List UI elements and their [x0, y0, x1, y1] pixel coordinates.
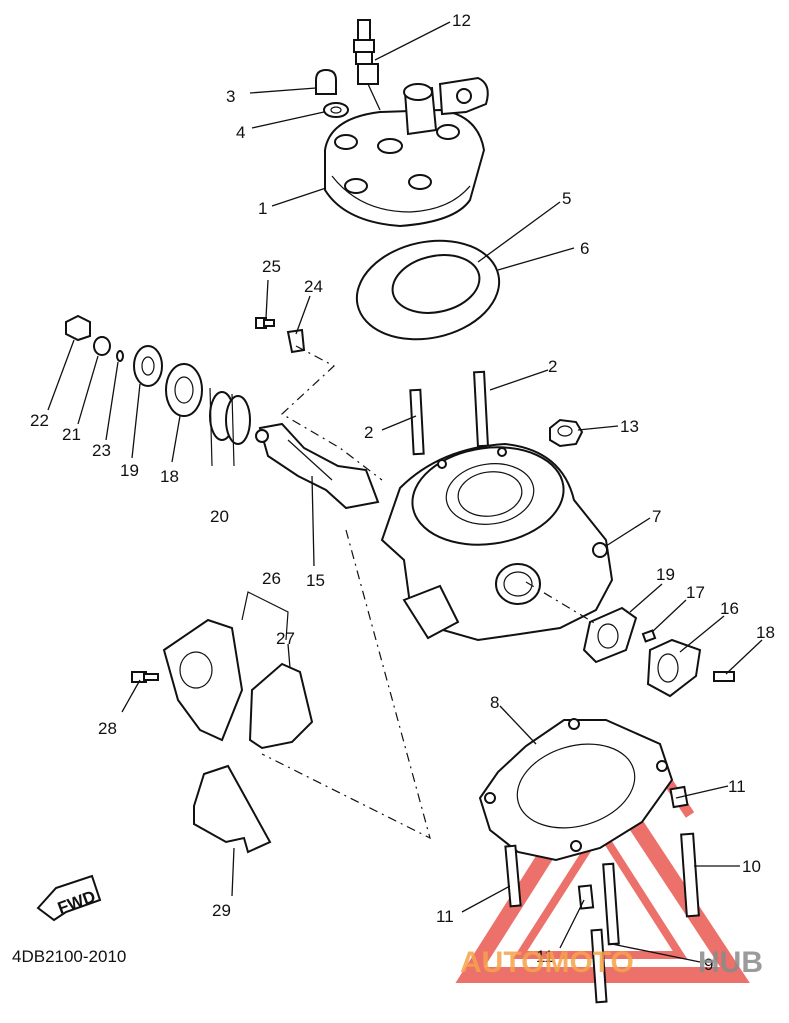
cylinder-nut: [549, 418, 584, 448]
watermark-text-b: HUB: [698, 946, 763, 979]
leader-lines: [47, 21, 763, 963]
callout-20: 18: [160, 467, 179, 486]
callout-28: 26: [262, 569, 281, 588]
callout-10: 10: [742, 857, 761, 876]
callout-labels: 12 3 4 1 5 6 25 24 22 21 23 19 18 20 2 2…: [30, 11, 775, 974]
callout-21: 19: [120, 461, 139, 480]
cap-nut-and-washer: [315, 68, 349, 118]
callout-5: 5: [562, 189, 571, 208]
bracket-28: [241, 591, 289, 641]
bracket-22b: [231, 393, 235, 467]
cylinder: [380, 442, 614, 642]
power-valve-parts: [65, 314, 251, 445]
callout-27: 25: [262, 257, 281, 276]
callout-1: 1: [258, 199, 267, 218]
callout-17: 17: [686, 583, 705, 602]
watermark-text: AUTOMOTO HUB: [460, 946, 763, 979]
base-studs: [504, 785, 700, 1004]
callout-6: 6: [580, 239, 589, 258]
valve-cover-parts: [582, 606, 735, 698]
bracket-22: [209, 387, 213, 467]
callout-22: 20: [210, 507, 229, 526]
callout-7: 7: [652, 507, 661, 526]
callout-23: 21: [62, 425, 81, 444]
callout-2b: 2: [548, 357, 557, 376]
callout-19: 19: [656, 565, 675, 584]
callout-4: 4: [236, 123, 245, 142]
callout-29: 27: [276, 629, 295, 648]
catalog-code: 4DB2100-2010: [12, 947, 126, 966]
callout-24: 22: [30, 411, 49, 430]
assembly-line-b: [261, 529, 431, 840]
head-o-rings: [355, 239, 501, 341]
assembly-line-c: [525, 581, 597, 625]
callout-11b: 11: [536, 947, 554, 966]
power-valve: [255, 422, 380, 510]
callout-31: 29: [212, 901, 231, 920]
callout-15: 15: [306, 571, 325, 590]
callout-14: 12: [452, 11, 471, 30]
fwd-arrow: FWD: [36, 874, 102, 922]
spark-plug: [353, 19, 381, 111]
callout-9: 9: [704, 955, 713, 974]
watermark-text-a: AUTOMOTO: [460, 946, 634, 979]
base-gasket: [478, 718, 674, 862]
callout-26: 24: [304, 277, 323, 296]
callout-13: 13: [620, 417, 639, 436]
cylinder-head: [324, 76, 489, 228]
callout-8: 8: [490, 693, 499, 712]
callout-3: 3: [226, 87, 235, 106]
bracket: [193, 764, 272, 854]
cylinder-studs: [409, 370, 489, 456]
callout-2a: 2: [364, 423, 373, 442]
callout-30: 28: [98, 719, 117, 738]
assembly-line-a: [280, 345, 383, 481]
callout-18: 18: [756, 623, 775, 642]
callout-25: 23: [92, 441, 111, 460]
side-cover-and-gasket: [131, 618, 314, 750]
callout-16: 16: [720, 599, 739, 618]
callout-12: 11: [436, 907, 454, 926]
bolt-and-clamp: [255, 317, 306, 354]
callout-11a: 11: [728, 777, 746, 796]
